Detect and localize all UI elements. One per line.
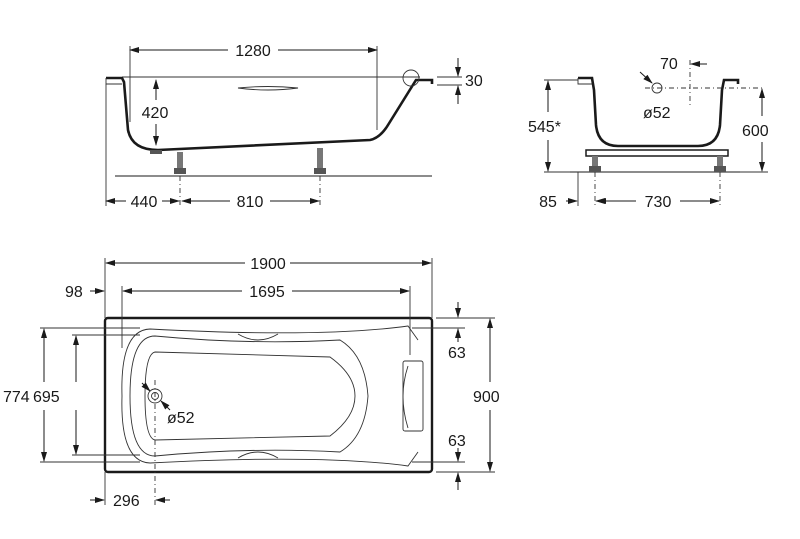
dim-545: 545* <box>528 119 561 136</box>
basin-edge <box>129 335 369 457</box>
dim-drain-52-plan: ø52 <box>167 410 195 427</box>
feet-end <box>589 156 726 172</box>
dim-drain-52-end: ø52 <box>643 105 671 122</box>
dim-440: 440 <box>131 194 158 211</box>
dim-420: 420 <box>142 105 169 122</box>
dim-296: 296 <box>113 493 140 510</box>
foot-left <box>174 152 186 174</box>
dim-774: 774 <box>3 389 30 406</box>
dim-30: 30 <box>465 73 483 90</box>
dim-98: 98 <box>65 284 83 301</box>
plan-view: ø52 1900 1695 98 774 695 900 63 63 296 <box>3 256 500 510</box>
dim-63-bottom: 63 <box>448 433 466 450</box>
dim-810: 810 <box>237 194 264 211</box>
dim-695: 695 <box>33 389 60 406</box>
dim-600: 600 <box>742 123 769 140</box>
handles-plan <box>237 333 279 459</box>
dim-1900: 1900 <box>250 256 286 273</box>
rim-outer <box>121 325 419 467</box>
dim-1695: 1695 <box>249 284 285 301</box>
tub-end-profile <box>578 76 740 148</box>
dim-70: 70 <box>660 56 678 73</box>
dim-1280: 1280 <box>235 43 271 60</box>
handle-side <box>237 86 299 91</box>
foot-right <box>314 148 326 174</box>
end-view: 70 ø52 545* 600 85 730 <box>528 56 769 211</box>
tub-outline <box>103 316 434 474</box>
dim-85: 85 <box>539 194 557 211</box>
tub-side-profile <box>106 76 434 152</box>
dim-63-top: 63 <box>448 345 466 362</box>
drain-outlet <box>150 150 162 154</box>
basin-floor <box>144 351 356 441</box>
side-view: 1280 420 30 440 810 <box>105 43 483 211</box>
headrest-side <box>402 69 420 87</box>
dim-900: 900 <box>473 389 500 406</box>
dim-730: 730 <box>645 194 672 211</box>
base-frame <box>585 149 729 157</box>
